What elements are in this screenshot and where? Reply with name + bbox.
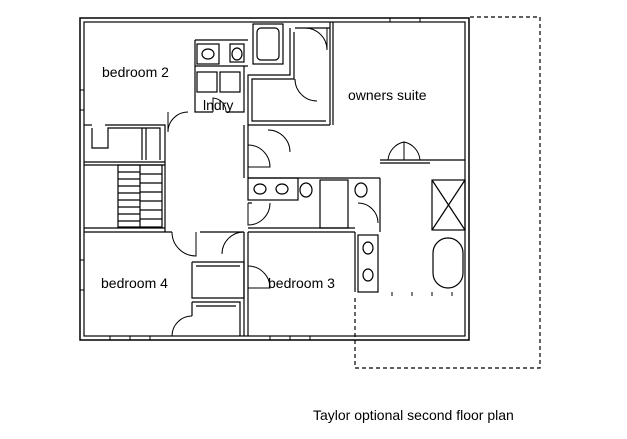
optional-area-outline: [354, 16, 541, 369]
room-label-bedroom-4: bedroom 4: [101, 275, 168, 291]
dryer: [219, 71, 241, 93]
door-swing: [167, 111, 189, 133]
wall: [191, 261, 245, 299]
door-swing: [171, 315, 193, 337]
toilet-bowl: [231, 47, 243, 61]
wall: [247, 28, 330, 126]
door-swing: [403, 141, 421, 161]
door-swing: [387, 141, 405, 161]
plan-caption: Taylor optional second floor plan: [313, 407, 514, 423]
wall: [194, 40, 213, 113]
room-label-bedroom-3: bedroom 3: [268, 275, 335, 291]
sink: [196, 43, 220, 65]
room-label-laundry: lndry: [203, 97, 233, 113]
toilet: [229, 43, 245, 63]
room-label-bedroom-2: bedroom 2: [102, 64, 169, 80]
vanity: [247, 177, 299, 201]
sink-basin: [201, 48, 215, 60]
door-swing: [357, 202, 379, 224]
staircase: [117, 164, 163, 228]
sink-basin: [362, 241, 374, 255]
bathtub-inner: [256, 27, 280, 61]
toilet-bowl: [299, 182, 313, 198]
shower: [431, 179, 466, 231]
door-swing: [304, 27, 328, 51]
door-swing: [247, 202, 271, 226]
room-label-owners-suite: owners suite: [348, 87, 427, 103]
bathtub: [252, 23, 284, 65]
vanity: [357, 234, 379, 293]
bathtub: [319, 179, 349, 229]
shower-drain: [431, 179, 466, 231]
door-swing: [171, 231, 197, 257]
sink-basin: [253, 183, 267, 195]
wall: [192, 301, 241, 336]
door-swing: [294, 78, 318, 102]
wall: [226, 66, 245, 113]
toilet-bowl: [354, 182, 368, 198]
wall: [251, 32, 326, 122]
sink-basin: [275, 183, 289, 195]
wall: [91, 127, 161, 160]
door-swing: [247, 265, 271, 289]
exterior-wall: [79, 17, 470, 341]
door-swing: [221, 231, 245, 255]
freestanding-tub: [432, 237, 464, 289]
door-swing: [267, 129, 291, 153]
sink-basin: [362, 268, 374, 282]
exterior-wall-inner: [83, 21, 466, 337]
door-swing: [247, 144, 271, 168]
wall: [105, 124, 166, 160]
door-swing: [212, 97, 227, 113]
washer: [196, 71, 218, 93]
